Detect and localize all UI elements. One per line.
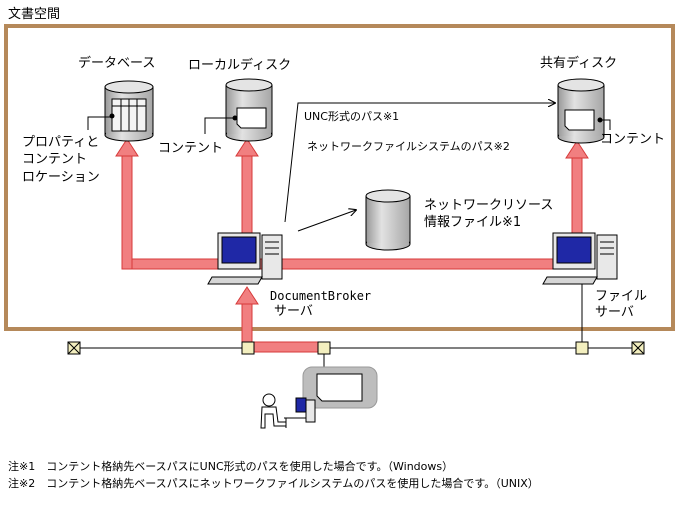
nfs-path-label: ネットワークファイルシステムのパス※2 <box>307 140 510 153</box>
file-server-icon <box>542 232 618 285</box>
netres-arrow <box>297 210 356 232</box>
network-tap-file-server <box>575 341 589 355</box>
document-broker-server-icon <box>207 232 283 285</box>
network-resource-icon <box>365 189 411 251</box>
unc-path-arrow <box>284 103 555 223</box>
unc-path-label: UNC形式のパス※1 <box>304 110 400 123</box>
terminator-right-icon <box>631 341 645 355</box>
arrow-head-shared-disk <box>565 140 589 159</box>
arrow-head-broker <box>235 286 259 305</box>
network-resource-label-line2: 情報ファイル※1 <box>424 215 522 230</box>
data-flow-pipes <box>115 138 589 353</box>
broker-server-label-line1: DocumentBroker <box>270 289 372 303</box>
footnote-2: 注※2 コンテント格納先ベースパスにネットワークファイルシステムのパスを使用した… <box>8 477 539 490</box>
database-label: データベース <box>78 56 156 71</box>
terminator-left-icon <box>67 341 81 355</box>
pipe-horizontal <box>121 258 559 270</box>
arrow-head-local-disk <box>235 138 259 157</box>
pipe-to-shared-disk <box>571 156 583 238</box>
pipe-client-link <box>246 341 326 353</box>
local-content-label: コンテント <box>158 141 224 156</box>
footnote-1: 注※1 コンテント格納先ベースパスにUNC形式のパスを使用した場合です。（Win… <box>8 460 454 473</box>
file-server-label-line1: ファイル <box>595 289 648 304</box>
client-user-icon <box>260 393 316 429</box>
document-space-frame <box>4 24 675 331</box>
document-space-title: 文書空間 <box>8 7 61 22</box>
local-content-leader-line <box>204 117 233 134</box>
shared-content-label: コンテント <box>600 132 666 147</box>
shared-content-leader-line <box>602 119 611 130</box>
props-label-line3: ロケーション <box>22 170 100 185</box>
network-tap-client <box>317 341 331 355</box>
props-label-line1: プロパティと <box>22 135 100 150</box>
file-server-label-line2: サーバ <box>595 305 634 320</box>
local-disk-icon <box>225 78 273 142</box>
props-leader-line <box>87 116 110 130</box>
arrow-head-database <box>115 138 139 157</box>
broker-server-label-line2: サーバ <box>274 304 313 319</box>
pipe-to-database <box>121 154 133 270</box>
network-tap-broker <box>241 341 255 355</box>
shared-disk-label: 共有ディスク <box>540 56 618 71</box>
props-label-line2: コンテント <box>22 152 88 167</box>
local-disk-label: ローカルディスク <box>188 58 292 73</box>
shared-disk-icon <box>557 78 605 144</box>
database-icon <box>104 80 154 142</box>
pipe-to-local-disk <box>241 154 253 238</box>
network-resource-label-line1: ネットワークリソース <box>424 198 554 213</box>
client-document-icon <box>302 354 378 409</box>
